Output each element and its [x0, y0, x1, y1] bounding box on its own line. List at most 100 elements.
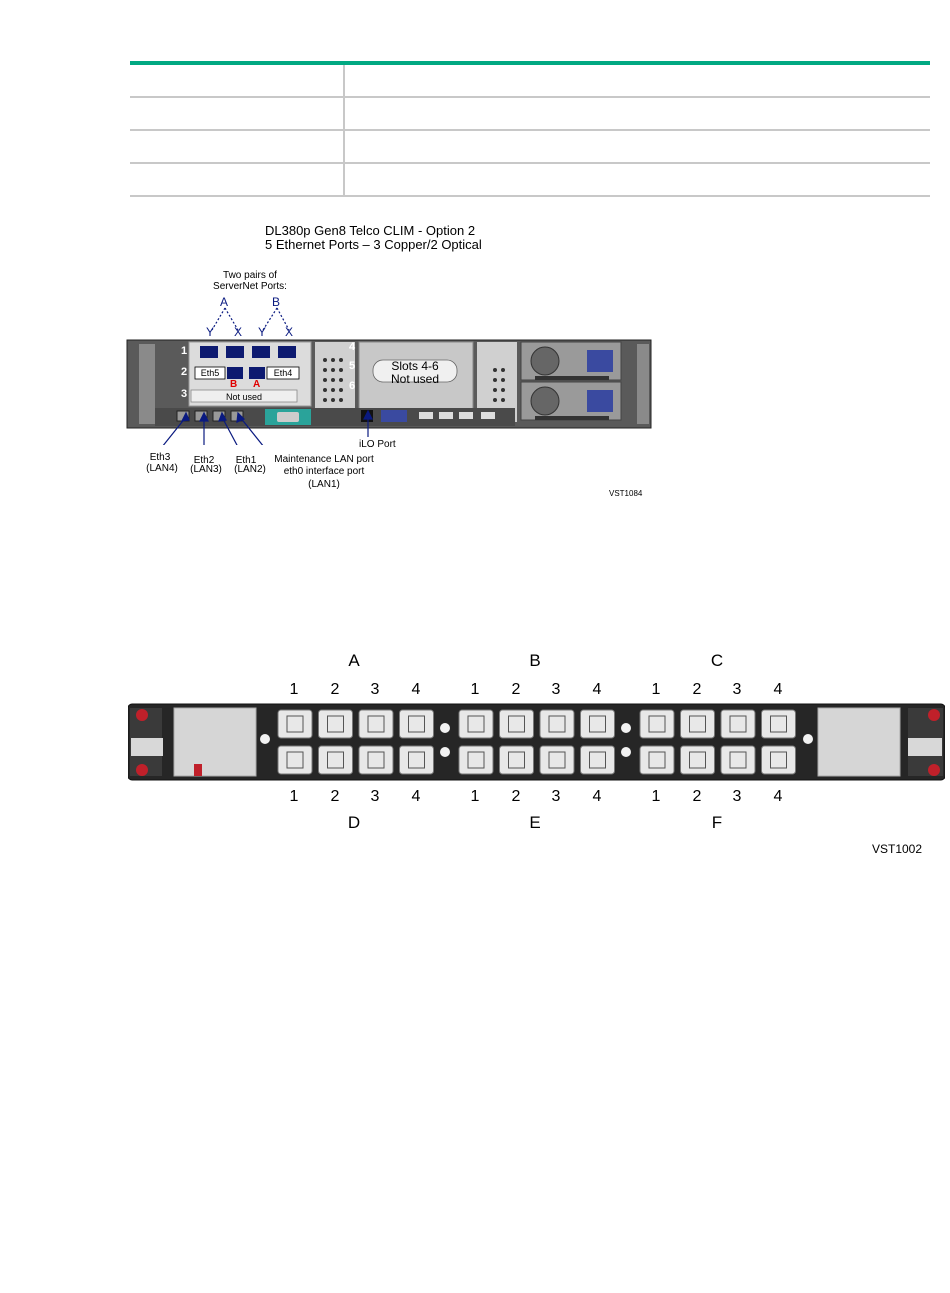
- servernet-port-jack: [720, 745, 756, 775]
- pair-a-label: A: [220, 295, 229, 309]
- eth3-label-line1: Eth3: [149, 452, 171, 463]
- figure2-code: VST1002: [872, 842, 923, 856]
- port-jack-opening: [408, 751, 425, 769]
- servernet-port-jack: [499, 709, 534, 739]
- panel-screw: [621, 723, 631, 733]
- servernet-port-jack: [277, 745, 313, 775]
- servernet-port-jack: [761, 745, 796, 775]
- port-number: 1: [470, 788, 480, 805]
- servernet-port-jack: [580, 745, 615, 775]
- figure1-code: VST1084: [609, 489, 643, 498]
- table-row-divider: [130, 162, 930, 164]
- port-group-e-label: E: [529, 813, 541, 832]
- servernet-port-jack: [580, 709, 615, 739]
- port-group-f-label: F: [711, 813, 723, 832]
- port-number: 2: [511, 681, 521, 698]
- port-number: 1: [289, 788, 299, 805]
- port-number: 4: [411, 788, 421, 805]
- servernet-port-jack: [458, 745, 494, 775]
- maintenance-lan-label-line1: Maintenance LAN port: [274, 454, 374, 465]
- panel-screw: [260, 734, 270, 744]
- slot-3-label: 3: [181, 388, 188, 400]
- spec-table: [130, 61, 930, 197]
- eth2-label-line2: (LAN3): [190, 464, 222, 475]
- port-jack-opening: [508, 715, 525, 733]
- servernet-port-jack: [761, 709, 796, 739]
- slots-4-6-label-line1: Slots 4-6: [391, 359, 439, 373]
- port-jack-opening: [286, 715, 304, 733]
- port-number: 4: [773, 681, 783, 698]
- callout-arrows: [162, 409, 373, 445]
- port-jack-opening: [548, 715, 566, 733]
- panel-screw: [803, 734, 813, 744]
- port-jack-opening: [548, 751, 566, 769]
- figure1-title-line1: DL380p Gen8 Telco CLIM - Option 2: [265, 223, 476, 238]
- port-jack-opening: [589, 715, 606, 733]
- port-jack-opening: [467, 715, 485, 733]
- servernet-port-jack: [277, 709, 313, 739]
- port-jack-opening: [508, 751, 525, 769]
- port-number: 3: [370, 681, 380, 698]
- servernet-port-jack: [399, 709, 434, 739]
- table-row-divider: [130, 129, 930, 131]
- servernet-port-jack: [358, 709, 394, 739]
- servernet-port-jack: [539, 709, 575, 739]
- port-x2-label: X: [285, 325, 294, 339]
- port-jack-opening: [648, 751, 666, 769]
- port-jack-opening: [689, 715, 706, 733]
- port-number: 3: [732, 788, 742, 805]
- slot-2-label: 2: [181, 366, 188, 378]
- port-jack-opening: [467, 751, 485, 769]
- eth4-label: Eth4: [273, 368, 293, 378]
- port-number: 4: [411, 681, 421, 698]
- eth3-label-line2: (LAN4): [146, 463, 178, 474]
- port-y2-label: Y: [258, 325, 267, 339]
- port-y1-label: Y: [206, 325, 215, 339]
- panel-screw: [621, 747, 631, 757]
- port-number: 2: [692, 681, 702, 698]
- port-number: 4: [773, 788, 783, 805]
- port-number: 3: [732, 681, 742, 698]
- eth2-label-line1: Eth2: [193, 455, 215, 466]
- servernet-label-line2: ServerNet Ports:: [213, 281, 287, 292]
- pair-b-label: B: [272, 295, 281, 309]
- port-number: 3: [551, 681, 561, 698]
- servernet-patch-panel: [128, 703, 945, 781]
- port-jack-opening: [327, 751, 344, 769]
- port-jack-opening: [729, 715, 747, 733]
- port-group-d-label: D: [347, 813, 361, 832]
- panel-screw: [440, 747, 450, 757]
- port-number: 3: [551, 788, 561, 805]
- mark-b-label: B: [230, 379, 238, 390]
- port-number: 1: [470, 681, 480, 698]
- port-number: 2: [330, 788, 340, 805]
- slot-6-label: 6: [349, 380, 356, 392]
- slot-1-label: 1: [181, 345, 188, 357]
- servernet-port-jack: [399, 745, 434, 775]
- servernet-port-jack: [720, 709, 756, 739]
- port-jack-opening: [689, 751, 706, 769]
- port-jack-opening: [367, 715, 385, 733]
- servernet-port-jack: [539, 745, 575, 775]
- port-jack-opening: [589, 751, 606, 769]
- ilo-port-label: iLO Port: [359, 439, 396, 450]
- port-jack-opening: [327, 715, 344, 733]
- table-header-rule: [130, 61, 930, 65]
- port-jack-opening: [770, 715, 787, 733]
- maintenance-lan-label-line3: (LAN1): [308, 479, 340, 490]
- servernet-label-line1: Two pairs of: [223, 270, 277, 281]
- eth1-label-line2: (LAN2): [234, 464, 266, 475]
- servernet-port-jack: [318, 709, 353, 739]
- table-column-divider: [343, 65, 345, 197]
- mark-a-label: A: [253, 379, 261, 390]
- slots-4-6-label-line2: Not used: [390, 372, 440, 386]
- port-jack-opening: [286, 751, 304, 769]
- port-jack-opening: [648, 715, 666, 733]
- port-number: 1: [651, 788, 661, 805]
- port-group-b-label: B: [529, 651, 541, 670]
- figure1-title-line2: 5 Ethernet Ports – 3 Copper/2 Optical: [265, 237, 482, 252]
- slot-4-label: 4: [349, 341, 356, 353]
- slot-5-label: 5: [349, 360, 356, 372]
- port-number: 3: [370, 788, 380, 805]
- eth5-label: Eth5: [200, 368, 220, 378]
